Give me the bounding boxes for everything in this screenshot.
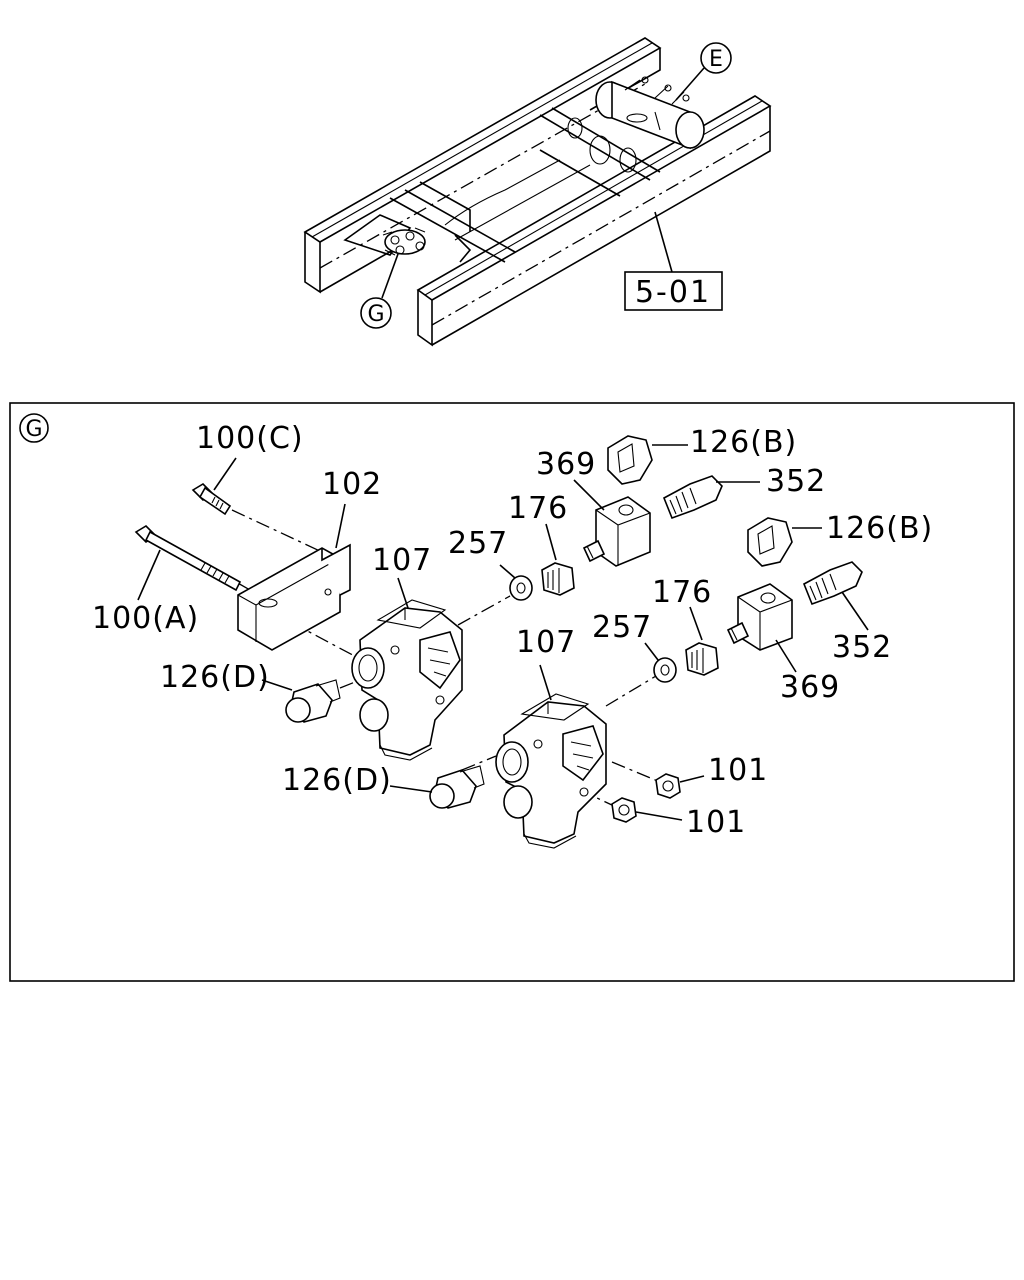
bolt-100a xyxy=(134,524,242,601)
adapter-176-upper xyxy=(541,523,575,596)
nut-101-upper xyxy=(655,773,705,799)
label-nut-101-upper: 101 xyxy=(708,753,768,788)
detail-panel-g: G xyxy=(9,402,1015,982)
label-washer-257-upper: 257 xyxy=(448,526,508,561)
callout-g: G xyxy=(360,253,399,329)
chassis-right-rail xyxy=(319,83,772,347)
label-nut-101-lower: 101 xyxy=(686,805,746,840)
label-bracket-102: 102 xyxy=(322,467,382,502)
plug-126d-lower xyxy=(389,765,485,809)
label-block-369-lower: 369 xyxy=(780,670,840,705)
label-adapter-176-upper: 176 xyxy=(508,491,568,526)
connector-126b-upper xyxy=(607,435,688,485)
assembly-lines xyxy=(231,509,661,807)
washer-257-upper xyxy=(499,564,533,601)
label-washer-257-lower: 257 xyxy=(592,610,652,645)
component-g-valves xyxy=(382,227,426,256)
sensor-352-upper xyxy=(662,475,760,520)
label-plug-126d-upper: 126(D) xyxy=(160,660,270,695)
chassis-crossmembers xyxy=(343,107,661,263)
label-block-369-upper: 369 xyxy=(536,447,596,482)
bolt-100c xyxy=(191,457,237,516)
chassis-frame-overview: E G 5-01 xyxy=(303,37,772,347)
label-sensor-352-upper: 352 xyxy=(766,464,826,499)
valve-107-lower xyxy=(495,664,607,849)
nut-101-lower xyxy=(611,797,683,823)
chassis-left-rail xyxy=(303,37,662,294)
label-plug-126d-lower: 126(D) xyxy=(282,763,392,798)
component-e-unit xyxy=(595,76,705,150)
adapter-176-lower xyxy=(685,606,719,676)
detail-panel-frame xyxy=(9,402,1015,982)
plug-126d-upper xyxy=(261,679,341,723)
label-adapter-176-lower: 176 xyxy=(652,575,712,610)
valve-107-upper xyxy=(351,577,463,761)
label-bolt-100c: 100(C) xyxy=(196,421,304,456)
reference-box-label: 5-01 xyxy=(635,275,711,310)
callout-g-letter: G xyxy=(367,302,384,327)
label-sensor-352-lower: 352 xyxy=(832,630,892,665)
label-connector-126b-lower: 126(B) xyxy=(826,511,933,546)
callout-e: E xyxy=(675,42,732,101)
label-connector-126b-upper: 126(B) xyxy=(690,425,797,460)
part-labels: 100(C) 102 100(A) 107 257 176 369 126(B)… xyxy=(92,421,933,840)
bracket-102 xyxy=(237,503,351,651)
callout-e-letter: E xyxy=(709,47,723,72)
sensor-352-lower xyxy=(802,561,869,631)
label-bolt-100a: 100(A) xyxy=(92,601,199,636)
label-valve-107-lower: 107 xyxy=(516,625,576,660)
label-valve-107-upper: 107 xyxy=(372,543,432,578)
block-369-lower xyxy=(726,583,797,673)
block-369-upper xyxy=(573,479,651,567)
detail-callout-g: G xyxy=(19,413,49,443)
connector-126b-lower xyxy=(747,517,822,567)
reference-box: 5-01 xyxy=(624,211,723,311)
detail-callout-g-letter: G xyxy=(25,417,42,442)
washer-257-lower xyxy=(644,642,677,683)
